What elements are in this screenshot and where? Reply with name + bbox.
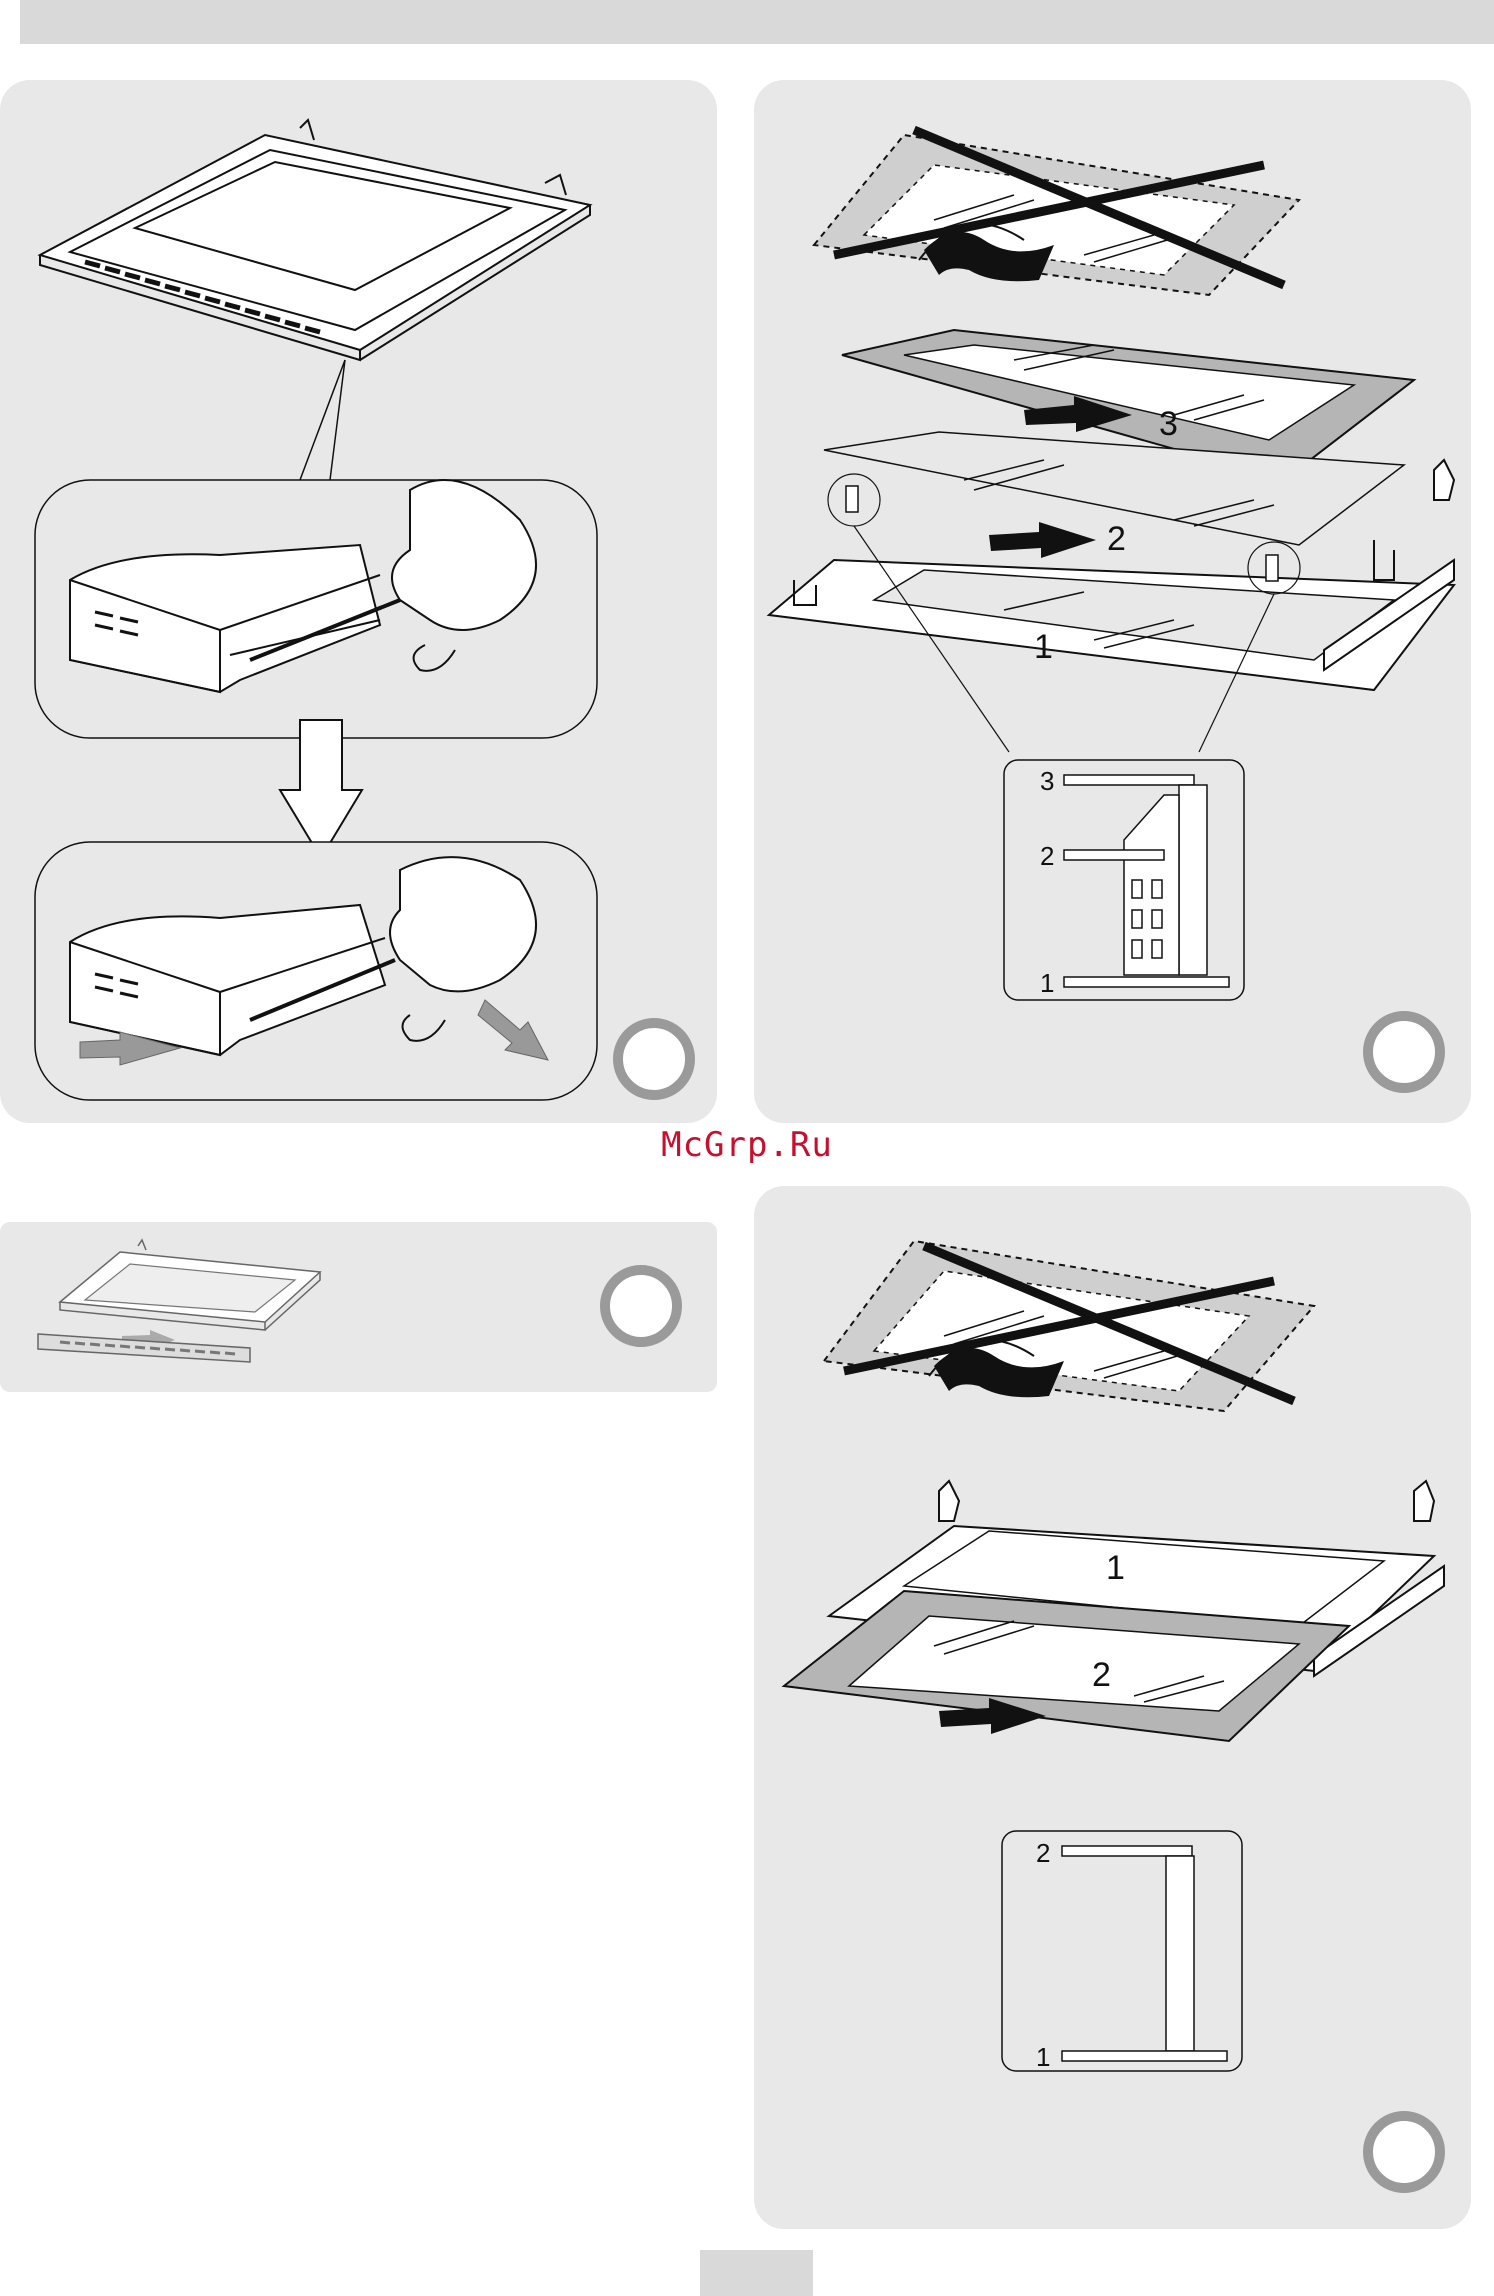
step-marker-ring	[618, 1023, 690, 1095]
frame-1-label: 1	[1106, 1549, 1125, 1587]
detail-label-1: 1	[1040, 968, 1054, 998]
panel-glass-two-panes: 1 2 2 1	[754, 1186, 1471, 2229]
pane-2-label: 2	[1092, 1656, 1111, 1694]
header-bar	[20, 0, 1494, 44]
glass-panes-illustration: 3 2 1	[754, 80, 1471, 1123]
page-number-tab	[700, 2250, 813, 2296]
detail-label-2: 2	[1040, 841, 1054, 871]
panel-trim-strip	[0, 1222, 717, 1392]
pane-2-label: 2	[1107, 520, 1126, 558]
trim-strip-illustration	[0, 1222, 717, 1392]
step-marker-ring	[1368, 2116, 1440, 2188]
detail-label-1: 1	[1036, 2042, 1050, 2072]
panel-door-trim-removal	[0, 80, 717, 1123]
glass-two-panes-illustration: 1 2 2 1	[754, 1186, 1471, 2229]
detail-label-2: 2	[1036, 1838, 1050, 1868]
detail-label-3: 3	[1040, 766, 1054, 796]
watermark: McGrp.Ru	[0, 1125, 1494, 1165]
step-marker-ring	[605, 1270, 677, 1342]
frame-1-label: 1	[1034, 628, 1053, 666]
step-marker-ring	[1368, 1016, 1440, 1088]
panel-glass-three-panes: 3 2 1	[754, 80, 1471, 1123]
pane-3-label: 3	[1159, 405, 1178, 443]
door-trim-illustration	[0, 80, 717, 1123]
